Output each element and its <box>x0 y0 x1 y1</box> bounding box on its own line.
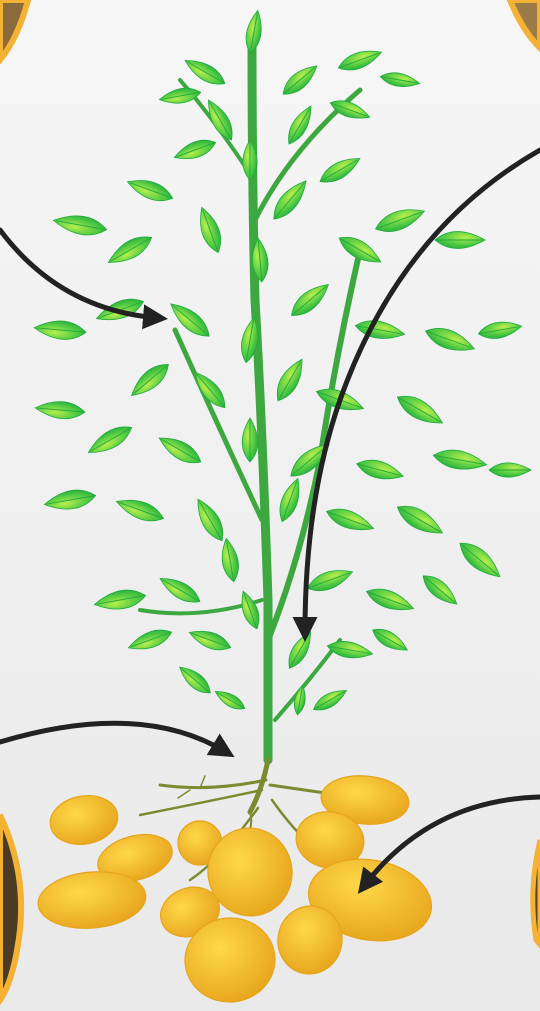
potato-diagram <box>0 0 540 1011</box>
potato-plant-illustration <box>0 0 540 1011</box>
